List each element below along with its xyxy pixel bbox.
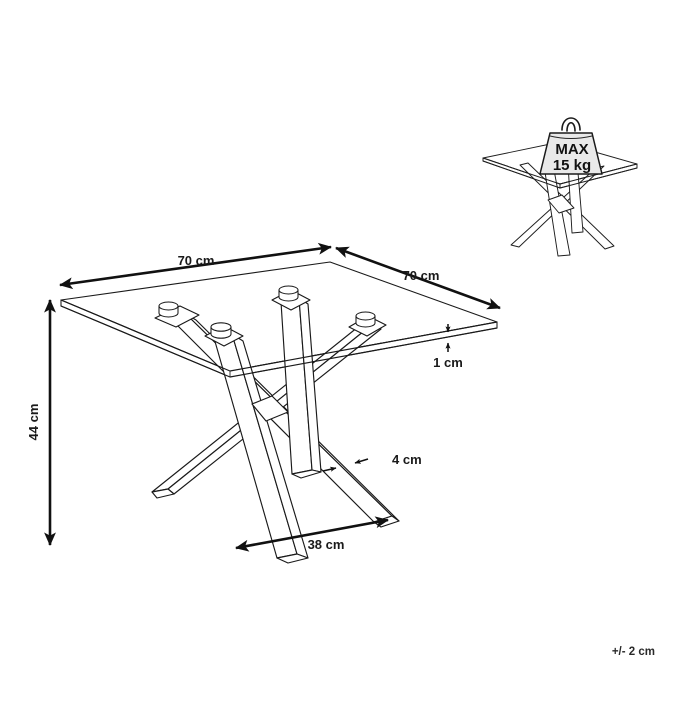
inset-glass-front-edge-overlay-lower — [482, 160, 638, 189]
dimension-label-thickness: 1 cm — [433, 355, 463, 370]
dimension-line-width-right — [335, 246, 501, 310]
dimension-label-width-left: 70 cm — [178, 253, 215, 268]
glass-corner-ticks — [60, 299, 498, 378]
weight-handle-outer — [561, 117, 581, 131]
main-table-view: 70 cm 70 cm 44 cm 1 cm 4 cm 38 cm — [26, 242, 501, 564]
leg-b-foot — [151, 488, 175, 499]
dimension-width-right: 70 cm — [335, 246, 501, 310]
inset-glass-front-edge-overlay — [482, 157, 638, 185]
dimension-arrow-leg-right — [354, 458, 369, 464]
leg-d-foot — [291, 469, 322, 479]
dimension-base-span: 38 cm — [235, 516, 389, 552]
leg-c-foot — [276, 553, 309, 564]
table-leg-base — [60, 285, 498, 564]
puck-top-center — [278, 285, 299, 302]
dimension-width-left: 70 cm — [59, 242, 332, 290]
dimension-label-width-right: 70 cm — [403, 268, 440, 283]
inset-base-center-junction — [547, 194, 575, 214]
max-load-label-line1: MAX — [555, 141, 588, 158]
max-load-label-line2: 15 kg — [553, 157, 591, 174]
dimension-height: 44 cm — [26, 299, 56, 546]
puck-front-center — [210, 322, 232, 339]
dimension-leg-width: 4 cm — [322, 452, 422, 472]
weight-block-top-curve — [549, 135, 593, 139]
dimension-line-width-left — [59, 242, 332, 290]
tolerance-note: +/- 2 cm — [612, 646, 655, 658]
dimension-label-leg-width: 4 cm — [392, 452, 422, 467]
dimension-arrow-leg-left — [322, 466, 337, 472]
dimension-label-base-span: 38 cm — [308, 537, 345, 552]
dimension-label-height: 44 cm — [26, 404, 41, 441]
weight-handle-inner — [566, 121, 576, 132]
max-load-inset-view: MAX 15 kg — [482, 117, 638, 257]
base-center-junction — [251, 395, 289, 422]
puck-back-right — [355, 311, 376, 328]
dimension-line-base-span — [235, 516, 389, 552]
inset-leg-base — [482, 157, 638, 257]
dimension-thickness: 1 cm — [433, 324, 463, 370]
puck-back-left — [158, 301, 179, 318]
max-weight-icon: MAX 15 kg — [539, 117, 603, 175]
weight-block-body — [539, 132, 603, 175]
